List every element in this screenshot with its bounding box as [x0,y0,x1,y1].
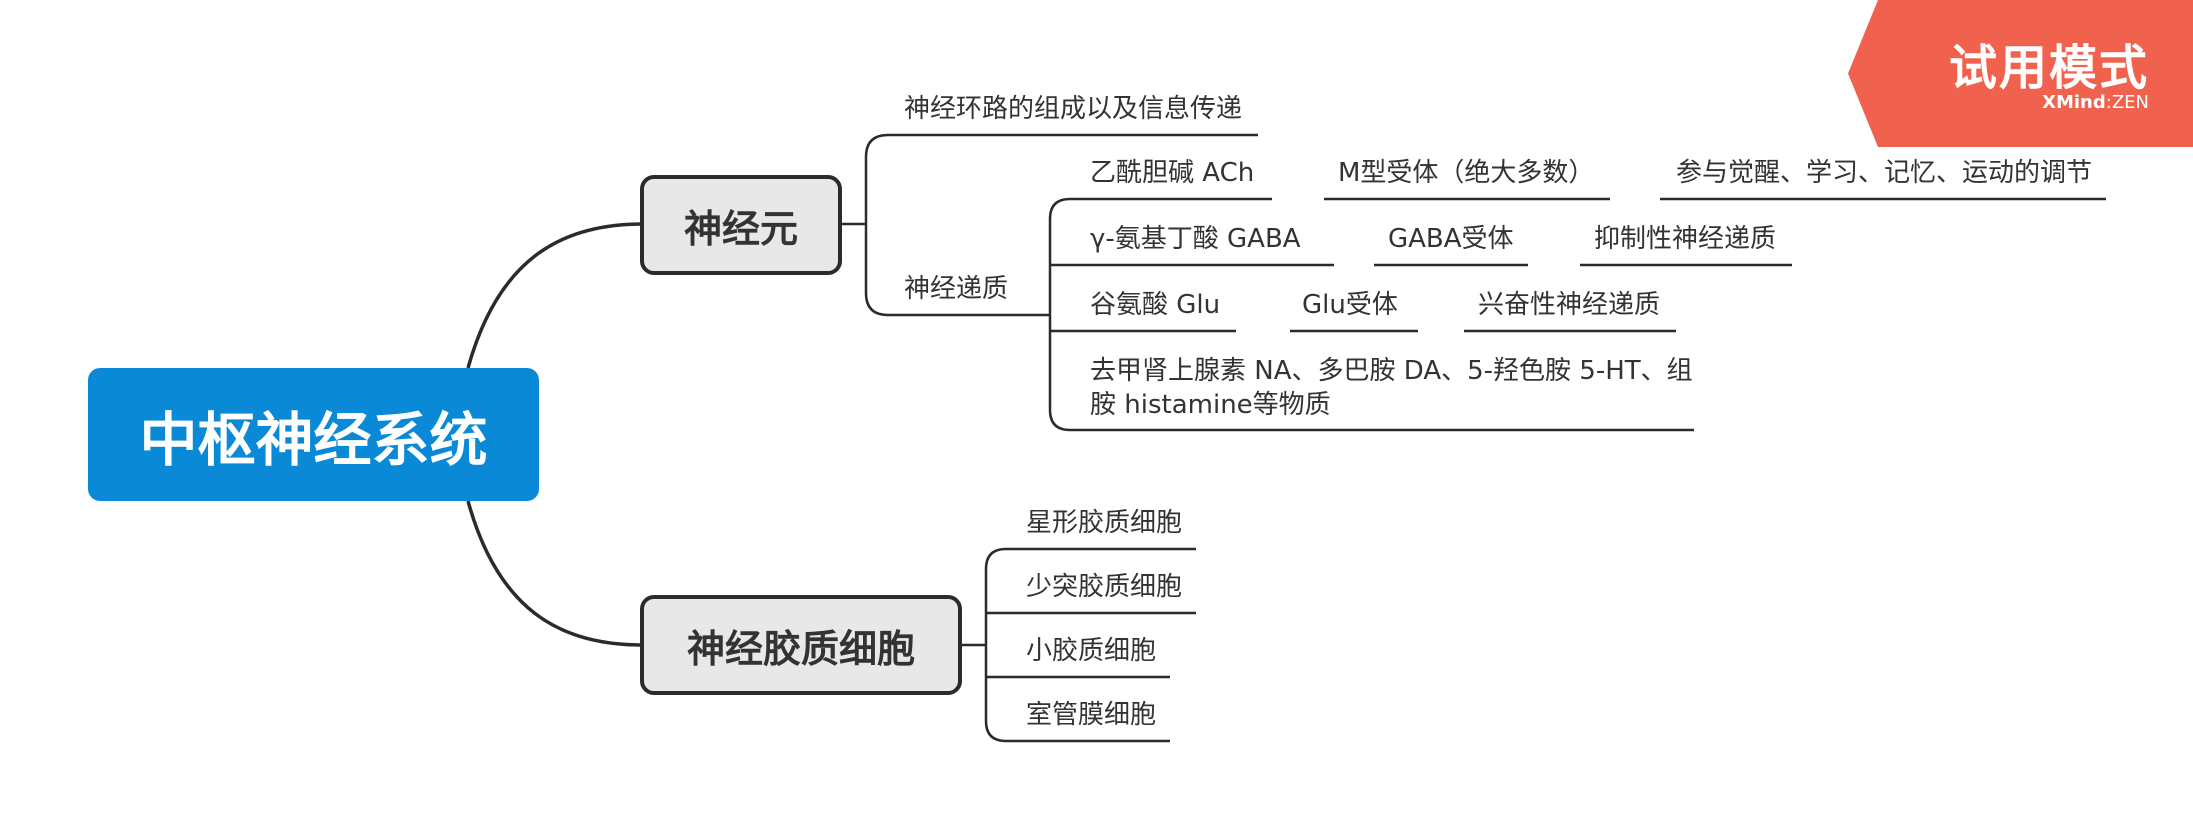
trial-mode-badge[interactable]: 试用模式 XMind:ZEN [1848,0,2193,147]
trial-mode-title: 试用模式 [1948,40,2149,96]
transmitter-gaba[interactable]: γ-氨基丁酸 GABA [1090,224,1301,254]
glia-microglia[interactable]: 小胶质细胞 [1026,636,1157,666]
glia-astrocyte[interactable]: 星形胶质细胞 [1026,508,1183,538]
function-gaba[interactable]: 抑制性神经递质 [1594,224,1777,254]
edge-root-glia [466,500,643,647]
neuron-bracket [864,133,889,317]
function-ach[interactable]: 参与觉醒、学习、记忆、运动的调节 [1676,158,2093,188]
central-topic[interactable]: 中枢神经系统 [88,368,539,501]
glia-bracket [984,547,1007,743]
function-glu[interactable]: 兴奋性神经递质 [1478,290,1661,320]
transmitter-ach[interactable]: 乙酰胆碱 ACh [1090,158,1255,188]
glia-oligodendrocyte[interactable]: 少突胶质细胞 [1026,572,1183,602]
transmitter-glu[interactable]: 谷氨酸 Glu [1090,290,1221,320]
transmitter-others[interactable]: 去甲肾上腺素 NA、多巴胺 DA、5-羟色胺 5-HT、组胺 histamine… [1090,356,1693,420]
receptor-m[interactable]: M型受体（绝大多数） [1338,158,1595,188]
brand-separator: : [2105,92,2112,113]
xmind-zen-logo: XMind:ZEN [2042,92,2149,113]
edge-root-neuron [466,222,643,369]
brand-edition: ZEN [2111,92,2149,113]
subtopic-circuit[interactable]: 神经环路的组成以及信息传递 [904,94,1243,124]
transmitter-bracket [1048,197,1071,432]
receptor-gaba[interactable]: GABA受体 [1388,224,1514,254]
topic-glia[interactable]: 神经胶质细胞 [640,595,962,695]
glia-ependymal[interactable]: 室管膜细胞 [1026,700,1157,730]
topic-neuron[interactable]: 神经元 [640,175,842,275]
brand-name: XMind [2042,92,2106,113]
receptor-glu[interactable]: Glu受体 [1302,290,1398,320]
subtopic-transmitter[interactable]: 神经递质 [904,274,1009,304]
